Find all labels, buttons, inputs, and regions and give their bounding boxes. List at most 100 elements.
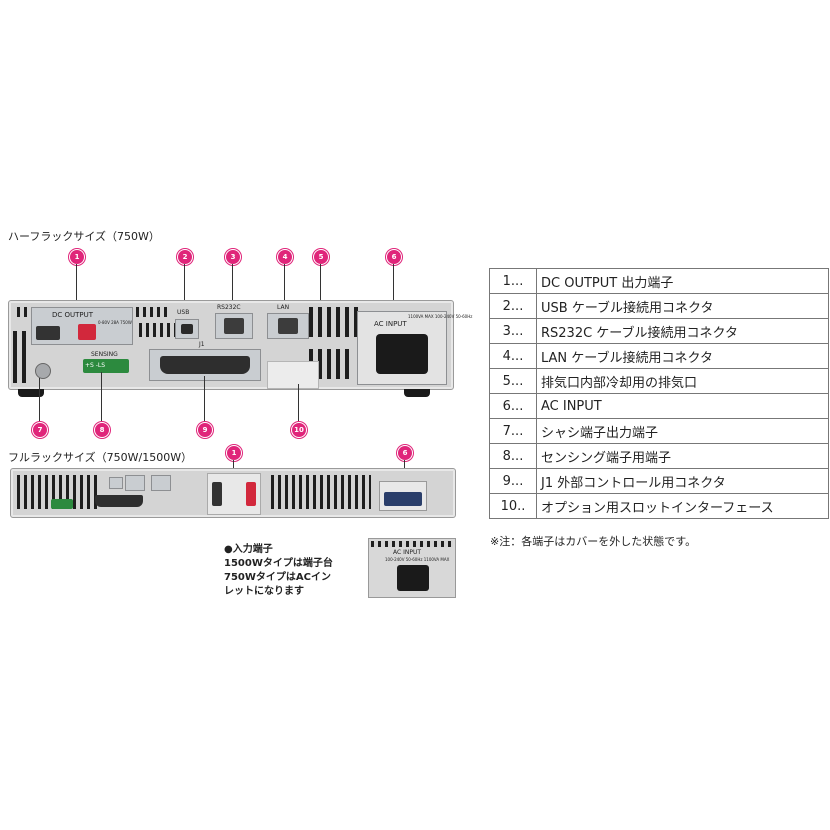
inset-rating-label: 100-240V 50-60Hz 1100VA MAX (385, 557, 450, 562)
legend-description: RS232C ケーブル接続用コネクタ (536, 318, 829, 344)
callout-marker-5: 5 (313, 249, 329, 265)
input-terminal-note: ●入力端子 1500Wタイプは端子台 750WタイプはACイン レットになります (224, 543, 333, 599)
callout-line-5 (320, 264, 321, 306)
legend-description: DC OUTPUT 出力端子 (536, 268, 829, 294)
sensing-terminal-block (51, 499, 73, 509)
ac-rating-label: 1100VA MAX 100-240V 50-60Hz (408, 314, 473, 319)
callout-line-7 (39, 378, 40, 422)
input-note-line-3: レットになります (224, 586, 304, 597)
input-note-line-1: 1500Wタイプは端子台 (224, 558, 333, 569)
legend-row: 1...DC OUTPUT 出力端子 (489, 268, 829, 294)
legend-description: USB ケーブル接続用コネクタ (536, 293, 829, 319)
sensing-terminal-block: +S -LS (83, 359, 129, 373)
callout-marker-8: 8 (94, 422, 110, 438)
legend-number: 9... (489, 468, 537, 494)
dc-output-label: DC OUTPUT (52, 311, 94, 319)
chassis-terminal (35, 363, 51, 379)
legend-description: J1 外部コントロール用コネクタ (536, 468, 829, 494)
rs232c-connector (125, 475, 145, 491)
dc-rating-label: 0-80V 28A 750W (98, 320, 132, 325)
dc-output-terminal (207, 473, 261, 515)
ac-input-terminal-block (379, 481, 427, 511)
callout-line-9 (204, 376, 205, 422)
ac-inlet-inset: AC INPUT 100-240V 50-60Hz 1100VA MAX (368, 538, 456, 598)
callout-marker-2: 2 (177, 249, 193, 265)
legend-number: 8... (489, 443, 537, 469)
positive-terminal (246, 482, 256, 506)
inset-ac-label: AC INPUT (393, 549, 422, 556)
dc-output-terminal: DC OUTPUT 0-80V 28A 750W (31, 307, 133, 345)
callout-marker-9: 9 (197, 422, 213, 438)
note-text: ※注：各端子はカバーを外した状態です。 (490, 535, 697, 548)
legend-table: 1...DC OUTPUT 出力端子 2...USB ケーブル接続用コネクタ 3… (489, 268, 829, 519)
callout-marker-6-full: 6 (397, 445, 413, 461)
callout-line-4 (284, 264, 285, 312)
legend-row: 5...排気口内部冷却用の排気口 (489, 368, 829, 394)
j1-port (160, 356, 250, 374)
legend-row: 10..オプション用スロットインターフェース (489, 493, 829, 519)
legend-number: 1... (489, 268, 537, 294)
usb-port (181, 324, 193, 334)
legend-description: LAN ケーブル接続用コネクタ (536, 343, 829, 369)
callout-marker-3: 3 (225, 249, 241, 265)
terminal-block-screws (384, 492, 422, 506)
lan-connector (267, 313, 309, 339)
half-rack-rear-panel: DC OUTPUT 0-80V 28A 750W USB RS232C LAN … (8, 300, 472, 390)
callout-line-10 (298, 384, 299, 422)
callout-marker-4: 4 (277, 249, 293, 265)
rs232c-port (224, 318, 244, 334)
legend-description: オプション用スロットインターフェース (536, 493, 829, 519)
negative-terminal (36, 326, 60, 340)
legend-number: 3... (489, 318, 537, 344)
legend-row: 6...AC INPUT (489, 393, 829, 419)
legend-number: 5... (489, 368, 537, 394)
option-slot (267, 361, 319, 389)
lan-label: LAN (277, 304, 290, 311)
usb-connector (109, 477, 123, 489)
legend-row: 8...センシング端子用端子 (489, 443, 829, 469)
callout-line-8 (101, 372, 102, 422)
legend-number: 7... (489, 418, 537, 444)
callout-line-2 (184, 264, 185, 306)
negative-terminal (212, 482, 222, 506)
callout-marker-6: 6 (386, 249, 402, 265)
input-note-line-2: 750WタイプはACイン (224, 572, 331, 583)
callout-line-1 (76, 264, 77, 316)
input-note-title: ●入力端子 (224, 544, 273, 555)
ac-input-label: AC INPUT (374, 320, 407, 328)
exhaust-vent (139, 323, 181, 337)
lan-port (278, 318, 298, 334)
callout-marker-7: 7 (32, 422, 48, 438)
legend-row: 2...USB ケーブル接続用コネクタ (489, 293, 829, 319)
full-rack-rear-panel (10, 468, 456, 518)
full-rack-caption: フルラックサイズ（750W/1500W） (8, 451, 193, 464)
lan-connector (151, 475, 171, 491)
sensing-label: SENSING (91, 351, 118, 358)
callout-line-3 (232, 264, 233, 312)
usb-label: USB (177, 309, 190, 316)
legend-row: 9...J1 外部コントロール用コネクタ (489, 468, 829, 494)
j1-label: J1 (199, 341, 205, 348)
panel-foot (404, 389, 430, 397)
ac-socket (397, 565, 429, 591)
callout-line-6 (393, 264, 394, 314)
legend-number: 2... (489, 293, 537, 319)
legend-description: AC INPUT (536, 393, 829, 419)
legend-row: 3...RS232C ケーブル接続用コネクタ (489, 318, 829, 344)
callout-marker-10: 10 (291, 422, 307, 438)
exhaust-vent (309, 307, 359, 337)
sensing-terminal-label: +S -LS (85, 362, 106, 369)
callout-marker-1-full: 1 (226, 445, 242, 461)
legend-number: 4... (489, 343, 537, 369)
positive-terminal (78, 324, 96, 340)
legend-number: 6... (489, 393, 537, 419)
rs232c-connector (215, 313, 253, 339)
rs232c-label: RS232C (217, 304, 241, 311)
legend-row: 7...シャシ端子出力端子 (489, 418, 829, 444)
half-rack-caption: ハーフラックサイズ（750W） (8, 230, 160, 243)
legend-number: 10.. (489, 493, 537, 519)
j1-connector (95, 495, 143, 507)
ac-socket (376, 334, 428, 374)
legend-description: シャシ端子出力端子 (536, 418, 829, 444)
exhaust-vent (13, 331, 27, 383)
